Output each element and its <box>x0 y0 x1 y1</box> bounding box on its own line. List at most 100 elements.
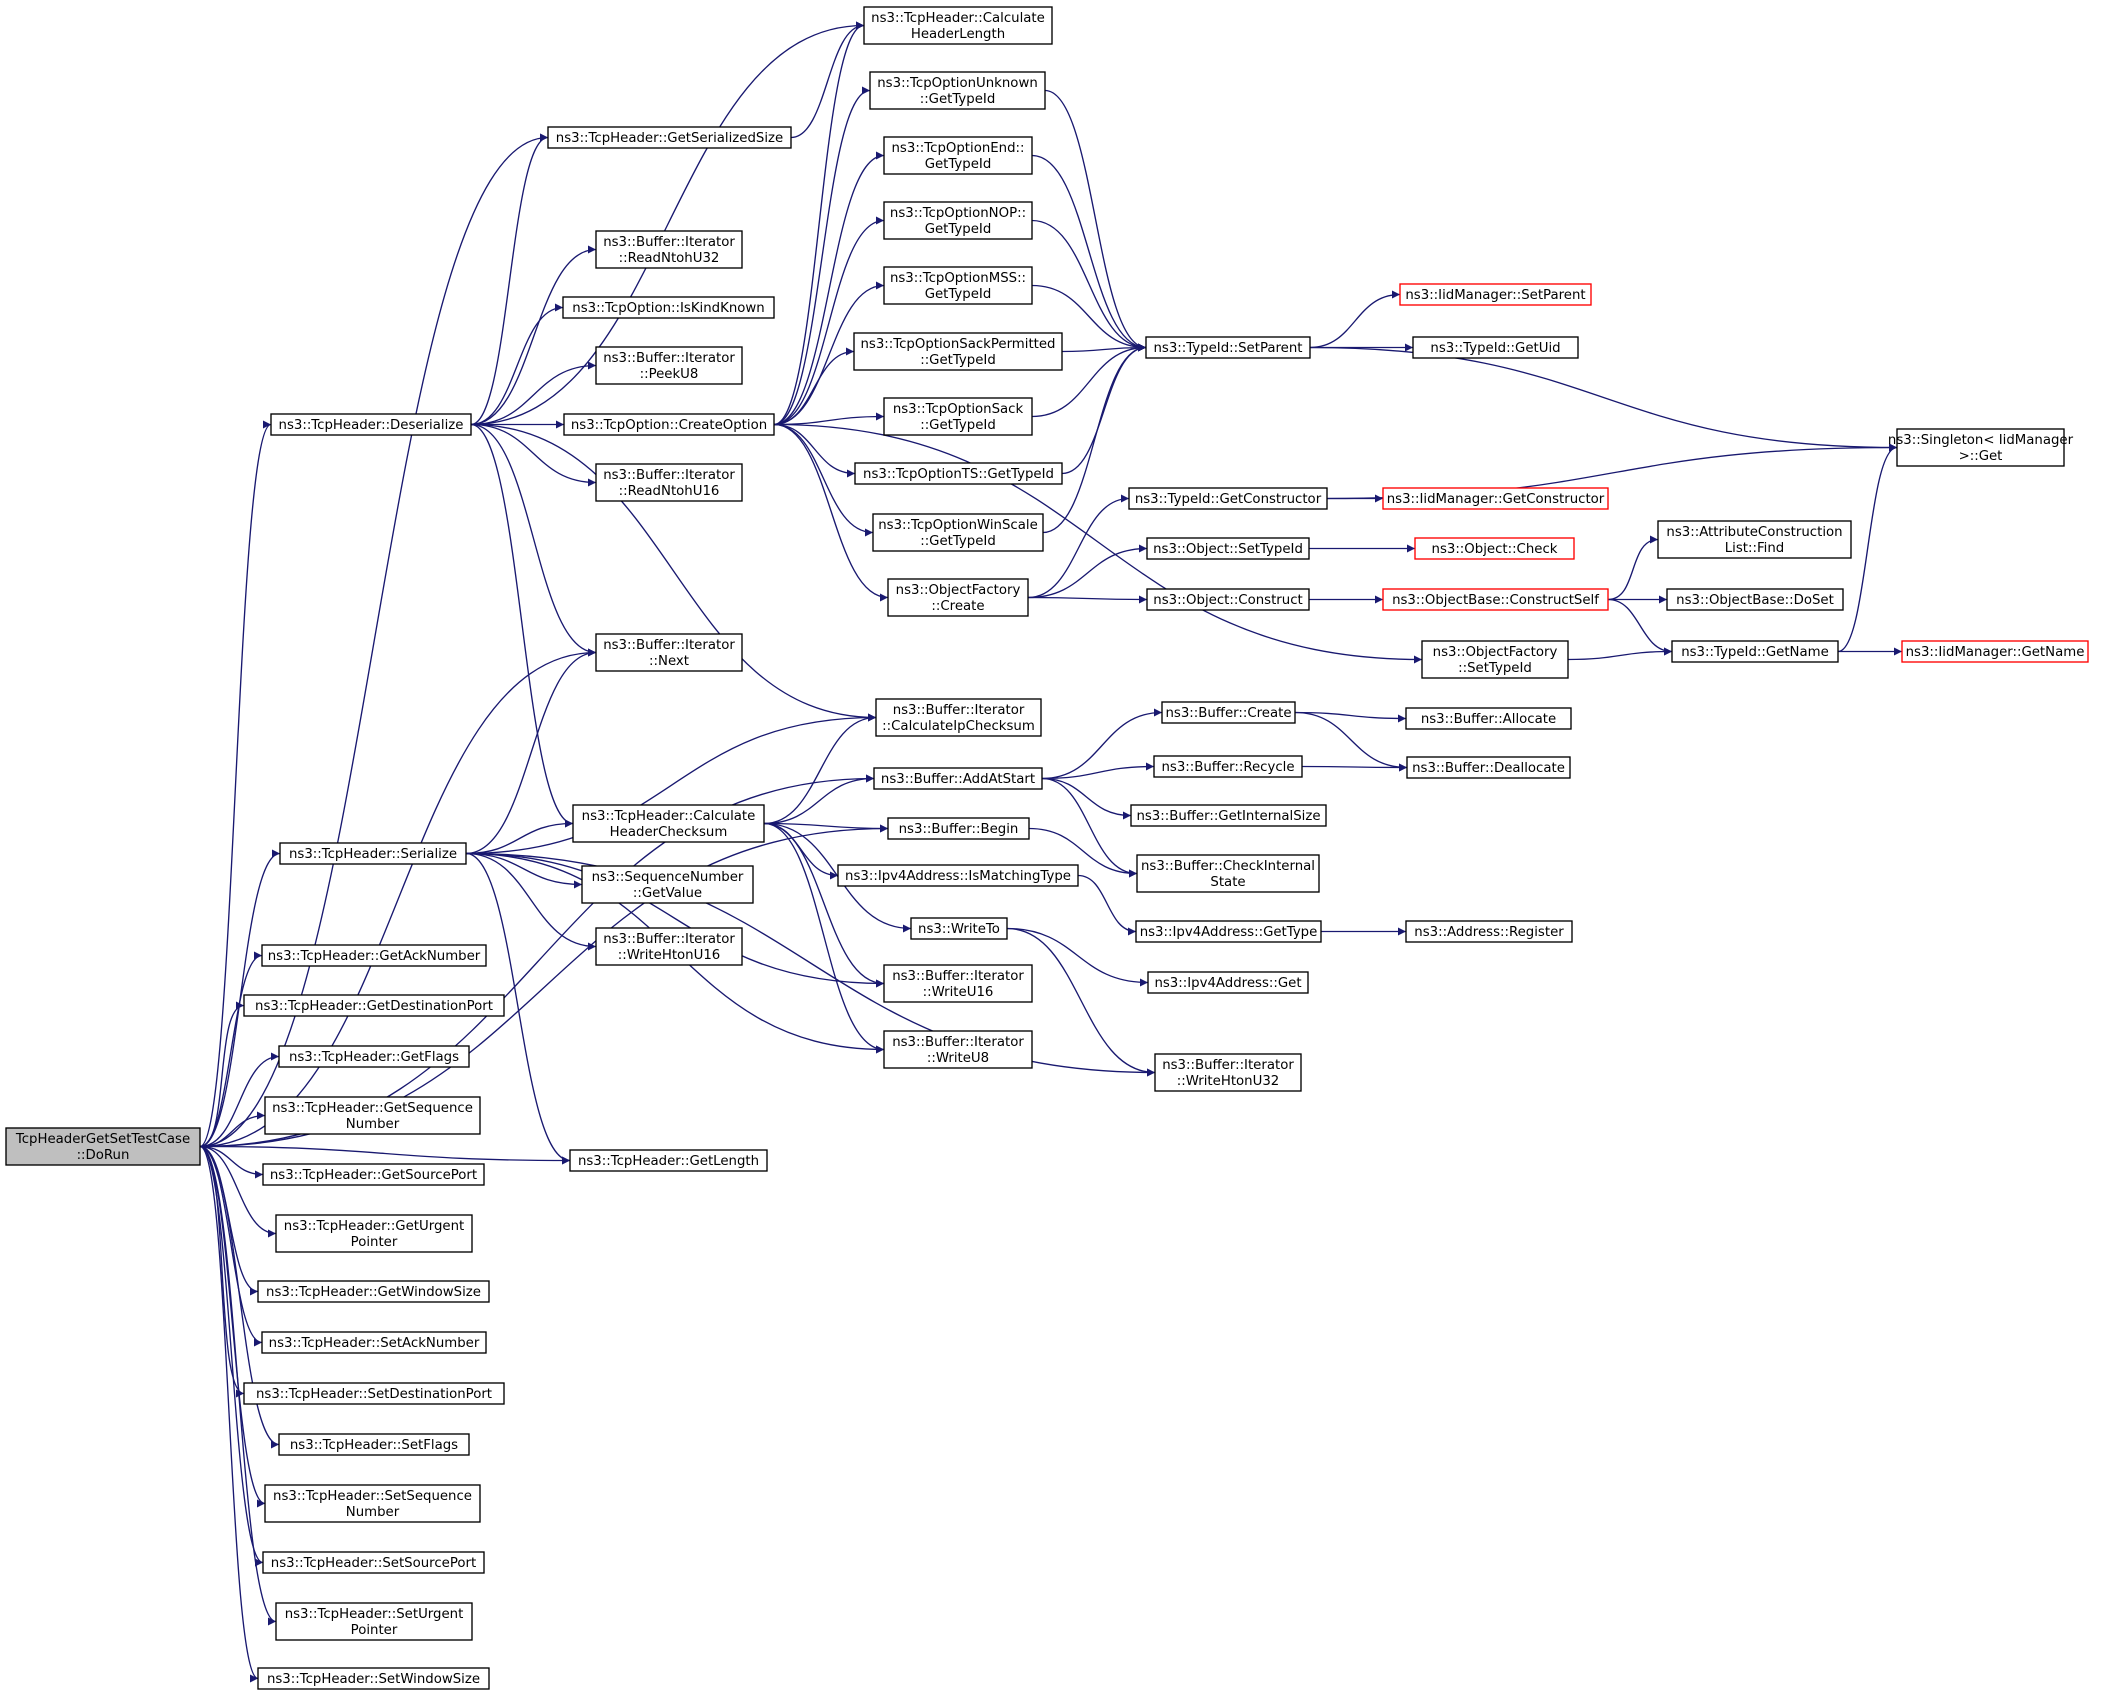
node-create[interactable]: ns3::TcpOption::CreateOption <box>563 413 775 436</box>
node-allocate[interactable]: ns3::Buffer::Allocate <box>1405 707 1572 730</box>
node-getctor[interactable]: ns3::TypeId::GetConstructor <box>1128 487 1328 510</box>
node-iidgetn[interactable]: ns3::IidManager::GetName <box>1901 640 2089 663</box>
node-setsrc[interactable]: ns3::TcpHeader::SetSourcePort <box>262 1551 485 1574</box>
node-getwin[interactable]: ns3::TcpHeader::GetWindowSize <box>257 1280 490 1303</box>
node-iidsetp[interactable]: ns3::IidManager::SetParent <box>1399 283 1592 306</box>
node-seqval[interactable]: ns3::SequenceNumber::GetValue <box>581 865 754 904</box>
node-getsrc[interactable]: ns3::TcpHeader::GetSourcePort <box>262 1163 485 1186</box>
node-settypeid[interactable]: ns3::Object::SetTypeId <box>1146 537 1310 560</box>
node-rdn16[interactable]: ns3::Buffer::Iterator::ReadNtohU16 <box>595 463 743 502</box>
edge-ofcreate-to-getctor <box>1027 494 1130 599</box>
node-box-setsrc <box>262 1551 485 1574</box>
node-label-geturg: Pointer <box>351 1235 398 1250</box>
node-peek[interactable]: ns3::Buffer::Iterator::PeekU8 <box>595 346 743 385</box>
node-nop[interactable]: ns3::TcpOptionNOP::GetTypeId <box>883 201 1033 240</box>
node-root[interactable]: TcpHeaderGetSetTestCase::DoRun <box>5 1127 201 1166</box>
node-addstart[interactable]: ns3::Buffer::AddAtStart <box>873 767 1043 790</box>
node-label-getuid: ns3::TypeId::GetUid <box>1430 341 1560 356</box>
node-box-seqval <box>581 865 754 904</box>
node-rdn32[interactable]: ns3::Buffer::Iterator::ReadNtohU32 <box>595 230 743 269</box>
node-register[interactable]: ns3::Address::Register <box>1405 920 1573 943</box>
node-box-ipget <box>1147 971 1309 994</box>
node-ser[interactable]: ns3::TcpHeader::Serialize <box>279 842 467 865</box>
node-end[interactable]: ns3::TcpOptionEnd::GetTypeId <box>883 136 1033 175</box>
node-bcreate[interactable]: ns3::Buffer::Create <box>1161 701 1296 724</box>
node-intsize[interactable]: ns3::Buffer::GetInternalSize <box>1130 804 1327 827</box>
node-dealloc[interactable]: ns3::Buffer::Deallocate <box>1406 756 1571 779</box>
node-ipck[interactable]: ns3::Buffer::Iterator::CalculateIpChecks… <box>875 698 1042 737</box>
node-getflags[interactable]: ns3::TcpHeader::GetFlags <box>278 1045 470 1068</box>
node-label-getseq: Number <box>346 1117 400 1132</box>
node-next[interactable]: ns3::Buffer::Iterator::Next <box>595 633 743 672</box>
node-box-writeto <box>910 917 1008 940</box>
node-serial[interactable]: ns3::TcpHeader::GetSerializedSize <box>547 126 792 149</box>
node-label-getflags: ns3::TcpHeader::GetFlags <box>289 1050 459 1065</box>
node-sackp[interactable]: ns3::TcpOptionSackPermitted::GetTypeId <box>853 332 1063 371</box>
node-getlen[interactable]: ns3::TcpHeader::GetLength <box>569 1149 768 1172</box>
edge-des-to-rdn32 <box>470 245 597 426</box>
node-winsc[interactable]: ns3::TcpOptionWinScale::GetTypeId <box>872 513 1044 552</box>
node-label-begin: ns3::Buffer::Begin <box>899 822 1019 837</box>
node-ismatch[interactable]: ns3::Ipv4Address::IsMatchingType <box>837 864 1079 887</box>
node-label-iidgetc: ns3::IidManager::GetConstructor <box>1387 492 1605 507</box>
node-des[interactable]: ns3::TcpHeader::Deserialize <box>270 413 472 436</box>
node-singleton[interactable]: ns3::Singleton< IidManager >::Get <box>1888 428 2074 467</box>
node-label-bcreate: ns3::Buffer::Create <box>1165 706 1291 721</box>
node-begin[interactable]: ns3::Buffer::Begin <box>887 817 1030 840</box>
node-objcheck[interactable]: ns3::Object::Check <box>1414 537 1575 560</box>
node-getack[interactable]: ns3::TcpHeader::GetAckNumber <box>261 944 487 967</box>
node-label-nop: GetTypeId <box>925 222 992 237</box>
node-recycle[interactable]: ns3::Buffer::Recycle <box>1153 755 1303 778</box>
node-label-construct: ns3::Object::Construct <box>1153 593 1302 608</box>
node-label-create: ns3::TcpOption::CreateOption <box>571 418 767 433</box>
node-ofcreate[interactable]: ns3::ObjectFactory::Create <box>887 578 1029 617</box>
node-setparent[interactable]: ns3::TypeId::SetParent <box>1145 336 1311 359</box>
node-constself[interactable]: ns3::ObjectBase::ConstructSelf <box>1382 588 1609 611</box>
edge-begin-to-checkint <box>1028 827 1138 878</box>
edge-setparent-to-iidsetp <box>1309 290 1401 349</box>
node-getname[interactable]: ns3::TypeId::GetName <box>1671 640 1839 663</box>
node-box-ofsettype <box>1421 640 1569 679</box>
node-mss[interactable]: ns3::TcpOptionMSS::GetTypeId <box>883 266 1033 305</box>
edge-ser-to-calcck <box>465 819 574 855</box>
node-setdst[interactable]: ns3::TcpHeader::SetDestinationPort <box>243 1382 505 1405</box>
node-writeto[interactable]: ns3::WriteTo <box>910 917 1008 940</box>
node-doset[interactable]: ns3::ObjectBase::DoSet <box>1666 588 1844 611</box>
edge-ser-to-getlen <box>465 852 571 1165</box>
node-label-des: ns3::TcpHeader::Deserialize <box>279 418 464 433</box>
node-construct[interactable]: ns3::Object::Construct <box>1146 588 1310 611</box>
node-box-serial <box>547 126 792 149</box>
node-wrhton32[interactable]: ns3::Buffer::Iterator::WriteHtonU32 <box>1154 1053 1302 1092</box>
node-box-gettype <box>1135 920 1322 943</box>
node-getuid[interactable]: ns3::TypeId::GetUid <box>1412 336 1579 359</box>
node-iidgetc[interactable]: ns3::IidManager::GetConstructor <box>1382 487 1609 510</box>
node-iskind[interactable]: ns3::TcpOption::IsKindKnown <box>562 296 775 319</box>
node-label-iskind: ns3::TcpOption::IsKindKnown <box>572 301 764 316</box>
node-setflags[interactable]: ns3::TcpHeader::SetFlags <box>278 1433 470 1456</box>
node-unk[interactable]: ns3::TcpOptionUnknown::GetTypeId <box>869 71 1046 110</box>
node-ts[interactable]: ns3::TcpOptionTS::GetTypeId <box>854 462 1063 485</box>
node-box-ismatch <box>837 864 1079 887</box>
node-setack[interactable]: ns3::TcpHeader::SetAckNumber <box>261 1331 487 1354</box>
node-label-singleton: ns3::Singleton< IidManager <box>1888 433 2074 448</box>
node-ofsettype[interactable]: ns3::ObjectFactory::SetTypeId <box>1421 640 1569 679</box>
node-gettype[interactable]: ns3::Ipv4Address::GetType <box>1135 920 1322 943</box>
edge-bcreate-to-allocate <box>1294 711 1407 723</box>
node-box-addstart <box>873 767 1043 790</box>
node-box-sack <box>883 397 1033 436</box>
node-wu8[interactable]: ns3::Buffer::Iterator::WriteU8 <box>883 1030 1033 1069</box>
node-wrhton16[interactable]: ns3::Buffer::Iterator::WriteHtonU16 <box>595 927 743 966</box>
node-sack[interactable]: ns3::TcpOptionSack::GetTypeId <box>883 397 1033 436</box>
node-setwin[interactable]: ns3::TcpHeader::SetWindowSize <box>257 1667 490 1690</box>
node-ipget[interactable]: ns3::Ipv4Address::Get <box>1147 971 1309 994</box>
node-getdst[interactable]: ns3::TcpHeader::GetDestinationPort <box>243 994 505 1017</box>
node-wu16[interactable]: ns3::Buffer::Iterator::WriteU16 <box>883 964 1033 1003</box>
